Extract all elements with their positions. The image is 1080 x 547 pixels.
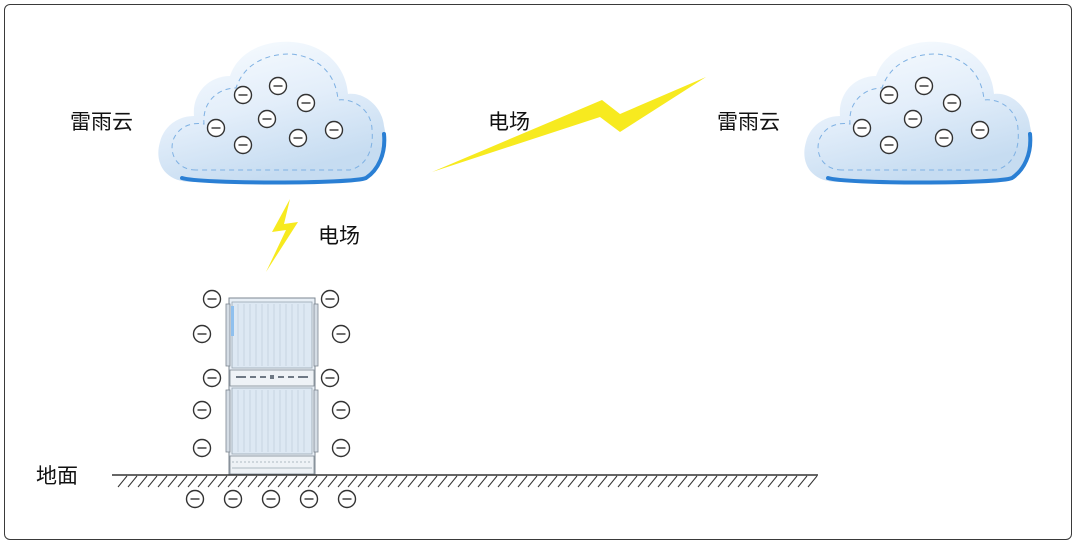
negative-charge-icon (337, 489, 357, 509)
negative-charge-icon (296, 93, 316, 113)
negative-charge-icon (192, 438, 212, 458)
ground-hatching (117, 475, 818, 488)
negative-charge-icon (320, 368, 340, 388)
negative-charge-icon (288, 128, 308, 148)
negative-charge-icon (331, 438, 351, 458)
negative-charge-icon (879, 135, 899, 155)
negative-charge-icon (324, 120, 344, 140)
negative-charge-icon (206, 118, 226, 138)
negative-charge-icon (934, 128, 954, 148)
ground-charges (185, 489, 357, 509)
negative-charge-icon (331, 324, 351, 344)
cloud-right-label: 雷雨云 (717, 110, 780, 134)
diagram-frame (4, 4, 1072, 540)
negative-charge-icon (192, 400, 212, 420)
negative-charge-icon (299, 489, 319, 509)
negative-charge-icon (202, 368, 222, 388)
lightning-bolt-icon (432, 77, 706, 172)
negative-charge-icon (942, 93, 962, 113)
negative-charge-icon (268, 76, 288, 96)
negative-charge-icon (185, 489, 205, 509)
negative-charge-icon (233, 135, 253, 155)
negative-charge-icon (223, 489, 243, 509)
ground-label: 地面 (36, 464, 78, 488)
negative-charge-icon (914, 76, 934, 96)
field-horizontal-label: 电场 (488, 110, 530, 134)
field-vertical-label: 电场 (318, 224, 360, 248)
negative-charge-icon (257, 109, 277, 129)
thundercloud-left (156, 39, 388, 185)
negative-charge-icon (879, 85, 899, 105)
thundercloud-right (802, 39, 1034, 185)
telecom-cabinet (225, 297, 319, 476)
lightning-bolt-icon (266, 199, 298, 272)
negative-charge-icon (192, 324, 212, 344)
ground (112, 474, 818, 488)
negative-charge-icon (331, 400, 351, 420)
negative-charge-icon (261, 489, 281, 509)
negative-charge-icon (970, 120, 990, 140)
negative-charge-icon (202, 289, 222, 309)
negative-charge-icon (903, 109, 923, 129)
negative-charge-icon (233, 85, 253, 105)
negative-charge-icon (852, 118, 872, 138)
cloud-left-label: 雷雨云 (70, 110, 133, 134)
negative-charge-icon (320, 289, 340, 309)
